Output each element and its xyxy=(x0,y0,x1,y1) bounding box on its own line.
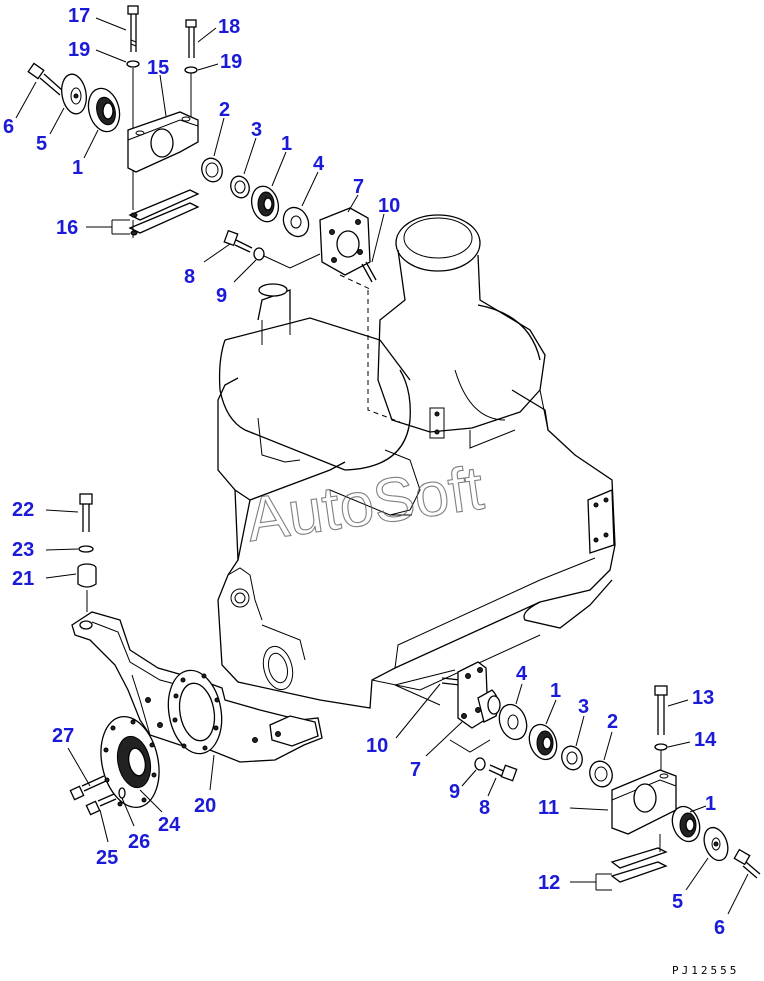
washer-23 xyxy=(78,545,94,553)
callout-2-top: 2 xyxy=(219,99,230,121)
washer-14 xyxy=(654,743,668,751)
rear-support-left-group xyxy=(69,493,323,816)
washer-26 xyxy=(118,787,126,799)
washer-19-right xyxy=(184,66,198,74)
bracket-7-bottom xyxy=(457,661,501,729)
plate-12 xyxy=(610,834,668,883)
callout-18: 18 xyxy=(218,16,240,38)
callouts: 17 18 19 19 15 6 5 1 2 3 1 4 7 10 16 8 9… xyxy=(3,5,749,939)
bolt-18 xyxy=(185,19,197,58)
callout-6-right: 6 xyxy=(714,917,725,939)
callout-17: 17 xyxy=(68,5,90,27)
callout-10-bottom: 10 xyxy=(366,735,388,757)
plate-16 xyxy=(128,189,200,238)
callout-14: 14 xyxy=(694,729,717,751)
callout-6-top: 6 xyxy=(3,116,14,138)
cushion-1-right xyxy=(671,805,701,843)
callout-12: 12 xyxy=(538,872,560,894)
bolt-25 xyxy=(85,793,117,816)
front-mount-left-group xyxy=(27,5,377,283)
bolt-8-bottom xyxy=(488,764,518,782)
callout-3-bottom: 3 xyxy=(578,696,589,718)
callout-19-left: 19 xyxy=(68,39,90,61)
front-mount-right-group xyxy=(394,661,761,883)
cushion-1-top xyxy=(87,87,121,133)
cushion-1-top-second xyxy=(250,185,280,223)
callout-15: 15 xyxy=(147,57,169,79)
callout-1-bottom-a: 1 xyxy=(550,680,561,702)
sleeve-2-bottom xyxy=(589,760,613,788)
flange-24 xyxy=(100,715,160,809)
callout-22: 22 xyxy=(12,499,34,521)
callout-26: 26 xyxy=(128,831,150,853)
callout-3-top: 3 xyxy=(251,119,262,141)
callout-8-bottom: 8 xyxy=(479,797,490,819)
callout-7-bottom: 7 xyxy=(410,759,421,781)
bolt-27 xyxy=(69,775,107,801)
bracket-20 xyxy=(71,611,323,763)
cushion-1-bottom xyxy=(528,723,558,761)
callout-24: 24 xyxy=(158,814,181,836)
callout-23: 23 xyxy=(12,539,34,561)
callout-4-top: 4 xyxy=(313,153,325,175)
callout-1-top-a: 1 xyxy=(72,157,83,179)
callout-13: 13 xyxy=(692,687,714,709)
washer-4-bottom xyxy=(498,703,528,741)
washer-4-top xyxy=(282,206,310,238)
callout-2-bottom: 2 xyxy=(607,711,618,733)
callout-19-right: 19 xyxy=(220,51,242,73)
bolt-13 xyxy=(654,685,668,735)
callout-5-right: 5 xyxy=(672,891,683,913)
callout-11: 11 xyxy=(538,797,559,819)
callout-7-top: 7 xyxy=(353,176,364,198)
callout-1-right: 1 xyxy=(705,793,716,815)
washer-5-top xyxy=(61,73,87,115)
washer-9-top xyxy=(253,247,265,261)
bracket-7-top xyxy=(319,207,371,276)
callout-21: 21 xyxy=(12,568,34,590)
sleeve-2-top xyxy=(201,157,223,183)
washer-5-right xyxy=(703,826,729,862)
callout-9-bottom: 9 xyxy=(449,781,460,803)
callout-25: 25 xyxy=(96,847,118,869)
callout-10-top: 10 xyxy=(378,195,400,217)
bolt-22 xyxy=(79,493,93,532)
engine-assembly xyxy=(217,214,616,709)
bolt-6-right xyxy=(733,848,761,879)
callout-9-top: 9 xyxy=(216,285,227,307)
bracket-15 xyxy=(127,111,199,173)
washer-9-bottom xyxy=(474,757,486,771)
callout-8-top: 8 xyxy=(184,266,195,288)
sleeve-3-top xyxy=(230,175,250,199)
bolt-17 xyxy=(127,5,139,52)
callout-16: 16 xyxy=(56,217,78,239)
bracket-11 xyxy=(611,769,677,835)
callout-20: 20 xyxy=(194,795,216,817)
callout-5-top: 5 xyxy=(36,133,47,155)
washer-19-left xyxy=(126,60,140,68)
bolt-6-top xyxy=(27,62,64,96)
sleeve-3-bottom xyxy=(561,745,583,771)
collar-21 xyxy=(77,563,97,588)
bolt-8-top xyxy=(223,229,253,253)
callout-1-top-b: 1 xyxy=(281,133,292,155)
reference-code: PJ12555 xyxy=(672,964,739,977)
watermark: AutoSoft xyxy=(242,454,487,555)
callout-4-bottom: 4 xyxy=(516,663,528,685)
callout-27: 27 xyxy=(52,725,74,747)
